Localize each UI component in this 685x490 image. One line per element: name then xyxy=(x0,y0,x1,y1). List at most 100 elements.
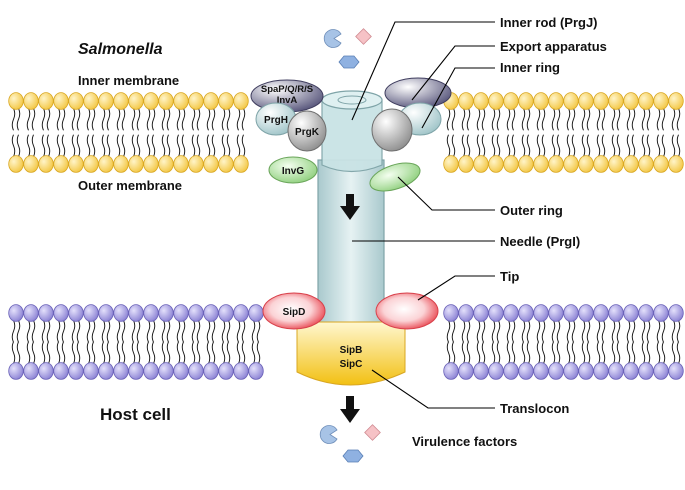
needle-callout: Needle (PrgI) xyxy=(500,234,580,249)
bacterial-lipid-tail xyxy=(31,108,36,131)
bacterial-lipid-head xyxy=(593,155,609,173)
host-membrane-bilayer xyxy=(8,304,684,380)
bacterial-lipid-tail xyxy=(16,134,21,157)
host-lipid-tail xyxy=(226,341,231,364)
bacterial-lipid-tail xyxy=(16,108,21,131)
bacterial-lipid-tail xyxy=(476,108,481,131)
host-lipid-head xyxy=(188,362,204,380)
host-lipid-tail xyxy=(611,320,616,343)
host-lipid-tail xyxy=(556,341,561,364)
inner-membrane-bilayer xyxy=(8,92,684,173)
effector-pacman-icon-bottom xyxy=(319,425,338,444)
bacterial-lipid-tail xyxy=(451,134,456,157)
host-lipid-tail xyxy=(511,320,516,343)
bacterial-lipid-head xyxy=(38,92,54,110)
host-lipid-head xyxy=(233,304,249,322)
host-lipid-tail xyxy=(236,341,241,364)
bacterial-lipid-tail xyxy=(61,134,66,157)
outer-ring-right xyxy=(369,162,421,192)
bacterial-lipid-head xyxy=(233,155,249,173)
host-lipid-tail xyxy=(41,341,46,364)
bacterial-lipid-tail xyxy=(91,108,96,131)
bacterial-lipid-tail xyxy=(41,134,46,157)
host-lipid-tail xyxy=(631,320,636,343)
inner-rod-top xyxy=(321,90,383,110)
bacterial-lipid-tail xyxy=(656,134,661,157)
bacterial-lipid-tail xyxy=(581,134,586,157)
host-lipid-head xyxy=(638,362,654,380)
host-lipid-tail xyxy=(626,341,631,364)
host-lipid-tail xyxy=(176,320,181,343)
host-lipid-head xyxy=(563,304,579,322)
bacterial-lipid-tail xyxy=(106,108,111,131)
host-lipid-tail xyxy=(121,320,126,343)
bacterial-lipid-head xyxy=(668,155,684,173)
bacterial-lipid-head xyxy=(83,155,99,173)
bacterial-lipid-tail xyxy=(551,134,556,157)
bacterial-lipid-head xyxy=(563,92,579,110)
host-lipid-head xyxy=(38,304,54,322)
bacterial-lipid-tail xyxy=(641,134,646,157)
host-lipid-head xyxy=(548,362,564,380)
host-lipid-head xyxy=(38,362,54,380)
bacterial-lipid-tail xyxy=(121,134,126,157)
bacterial-lipid-head xyxy=(503,92,519,110)
bacterial-lipid-tail xyxy=(596,134,601,157)
host-lipid-tail xyxy=(16,341,21,364)
virulence-factor-shapes-top xyxy=(323,28,372,69)
host-lipid-tail xyxy=(136,341,141,364)
host-lipid-tail xyxy=(491,320,496,343)
host-lipid-tail xyxy=(256,341,261,364)
host-lipid-head xyxy=(8,304,24,322)
bacterial-lipid-tail xyxy=(476,134,481,157)
host-lipid-head xyxy=(158,362,174,380)
bacterial-lipid-tail xyxy=(611,108,616,131)
host-lipid-tail xyxy=(91,341,96,364)
outer-ring-callout: Outer ring xyxy=(500,203,563,218)
host-lipid-tail xyxy=(596,320,601,343)
host-lipid-tail xyxy=(676,320,681,343)
host-lipid-tail xyxy=(196,341,201,364)
bacterial-lipid-tail xyxy=(56,134,61,157)
bacterial-lipid-tail xyxy=(226,134,231,157)
host-lipid-head xyxy=(653,362,669,380)
bacterial-lipid-tail xyxy=(581,108,586,131)
bacterial-lipid-head xyxy=(623,155,639,173)
bacterial-lipid-tail xyxy=(41,108,46,131)
host-lipid-head xyxy=(83,304,99,322)
bacterial-lipid-tail xyxy=(571,108,576,131)
host-lipid-tail xyxy=(221,320,226,343)
host-lipid-tail xyxy=(251,341,256,364)
host-lipid-tail xyxy=(61,320,66,343)
bacterial-lipid-head xyxy=(233,92,249,110)
host-lipid-tail xyxy=(551,341,556,364)
bacterial-lipid-tail xyxy=(151,108,156,131)
bacterial-lipid-head xyxy=(68,155,84,173)
host-lipid-head xyxy=(68,362,84,380)
bacterial-lipid-tail xyxy=(536,134,541,157)
host-lipid-head xyxy=(143,304,159,322)
tip-callout: Tip xyxy=(500,269,519,284)
bacterial-lipid-tail xyxy=(481,108,486,131)
host-lipid-tail xyxy=(251,320,256,343)
host-lipid-tail xyxy=(11,341,16,364)
bacterial-lipid-tail xyxy=(221,134,226,157)
host-lipid-tail xyxy=(626,320,631,343)
bacterial-lipid-tail xyxy=(146,108,151,131)
bacterial-lipid-head xyxy=(143,92,159,110)
sipb-label: SipB xyxy=(340,345,363,356)
bacterial-lipid-tail xyxy=(176,134,181,157)
host-lipid-tail xyxy=(211,320,216,343)
host-lipid-head xyxy=(653,304,669,322)
translocon-callout: Translocon xyxy=(500,401,569,416)
bacterial-lipid-tail xyxy=(481,134,486,157)
bacterial-lipid-head xyxy=(203,155,219,173)
host-lipid-tail xyxy=(181,320,186,343)
organism-label: Salmonella xyxy=(78,41,163,58)
callout-lines xyxy=(351,21,495,409)
host-lipid-head xyxy=(128,304,144,322)
host-lipid-tail xyxy=(641,341,646,364)
bacterial-lipid-head xyxy=(158,155,174,173)
host-lipid-tail xyxy=(161,320,166,343)
bacterial-lipid-tail xyxy=(526,108,531,131)
